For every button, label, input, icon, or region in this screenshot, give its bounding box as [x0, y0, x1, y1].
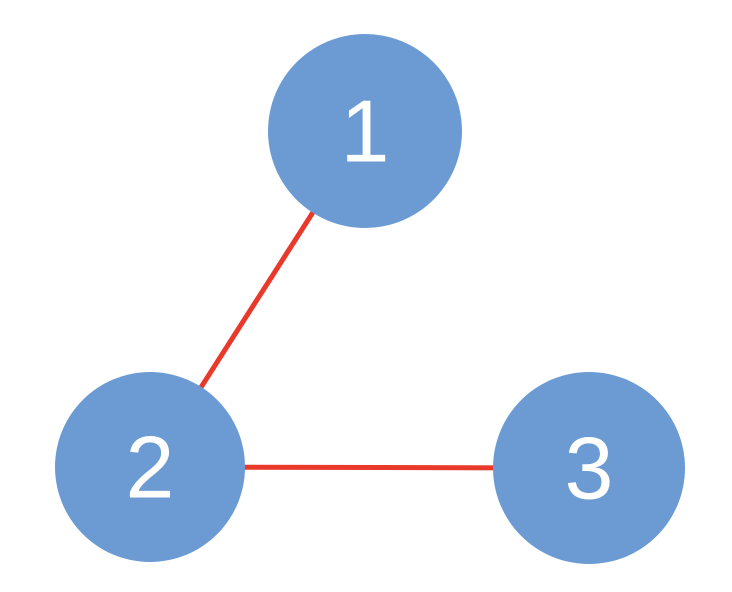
node-1[interactable]	[268, 34, 462, 228]
node-3[interactable]	[493, 372, 685, 564]
node-2[interactable]	[55, 372, 245, 562]
